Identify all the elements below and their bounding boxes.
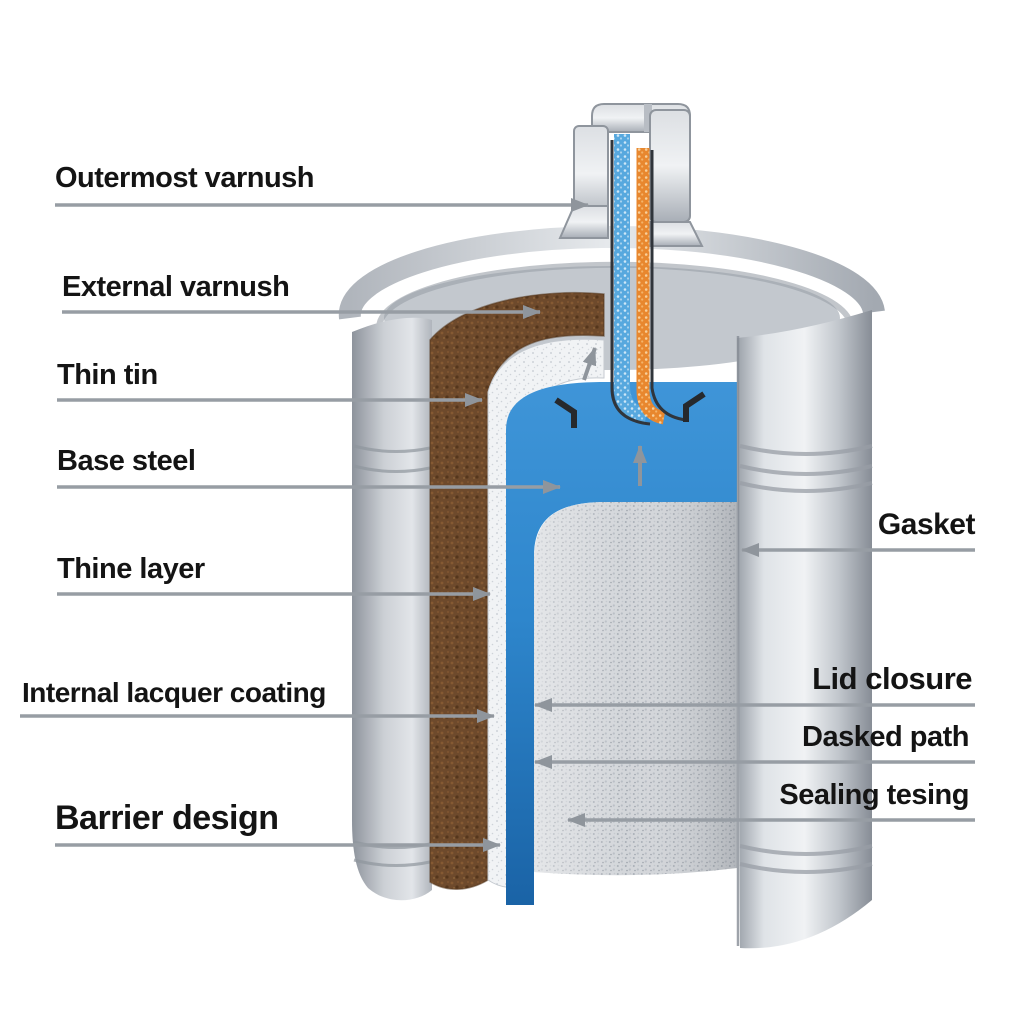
label-external-varnish: External varnush: [62, 271, 290, 303]
label-internal-lacquer-coating: Internal lacquer coating: [22, 677, 326, 708]
can-body: [338, 225, 885, 949]
right-shell-ribs-bottom: [739, 844, 873, 874]
lid-closure-assembly: [554, 103, 706, 428]
label-base-steel: Base steel: [57, 445, 196, 477]
left-shell-ribs-top: [353, 444, 431, 474]
spout-right-flange: [649, 109, 691, 223]
spout-cap-slot: [644, 104, 652, 132]
flow-arrows: [582, 347, 647, 486]
channel-orange-dotted: [636, 148, 666, 425]
label-gasket: Gasket: [877, 508, 976, 541]
interior-stipple-shade: [534, 502, 737, 876]
channel-outline-left: [610, 140, 651, 426]
spout-left-foot: [558, 205, 609, 239]
flow-arrow-up-left: [582, 347, 597, 381]
clamp-left: [554, 397, 577, 428]
label-lid-closure: Lid closure: [812, 661, 972, 696]
channel-outline-right: [650, 150, 687, 422]
label-outermost-varnish: Outermost varnush: [55, 162, 315, 194]
layer-brown-varnish: [429, 291, 605, 890]
label-dasked-path: Dasked path: [802, 721, 969, 753]
label-thin-tin: Thin tin: [57, 359, 158, 391]
outer-shell-left: [352, 317, 432, 901]
layer-blue-lacquer: [506, 382, 737, 905]
label-barrier-design: Barrier design: [55, 799, 279, 837]
leader-lines: [20, 198, 975, 852]
label-sealing-tesing: Sealing tesing: [779, 779, 969, 811]
right-shell-ribs-top: [739, 444, 873, 493]
outer-shell-right: [737, 310, 872, 949]
clamp-right: [683, 391, 706, 422]
can-inner-rim: [376, 261, 853, 333]
channel-blue-dotted: [614, 134, 648, 424]
label-thine-layer: Thine layer: [57, 553, 205, 585]
spout-right-foot: [649, 221, 704, 247]
